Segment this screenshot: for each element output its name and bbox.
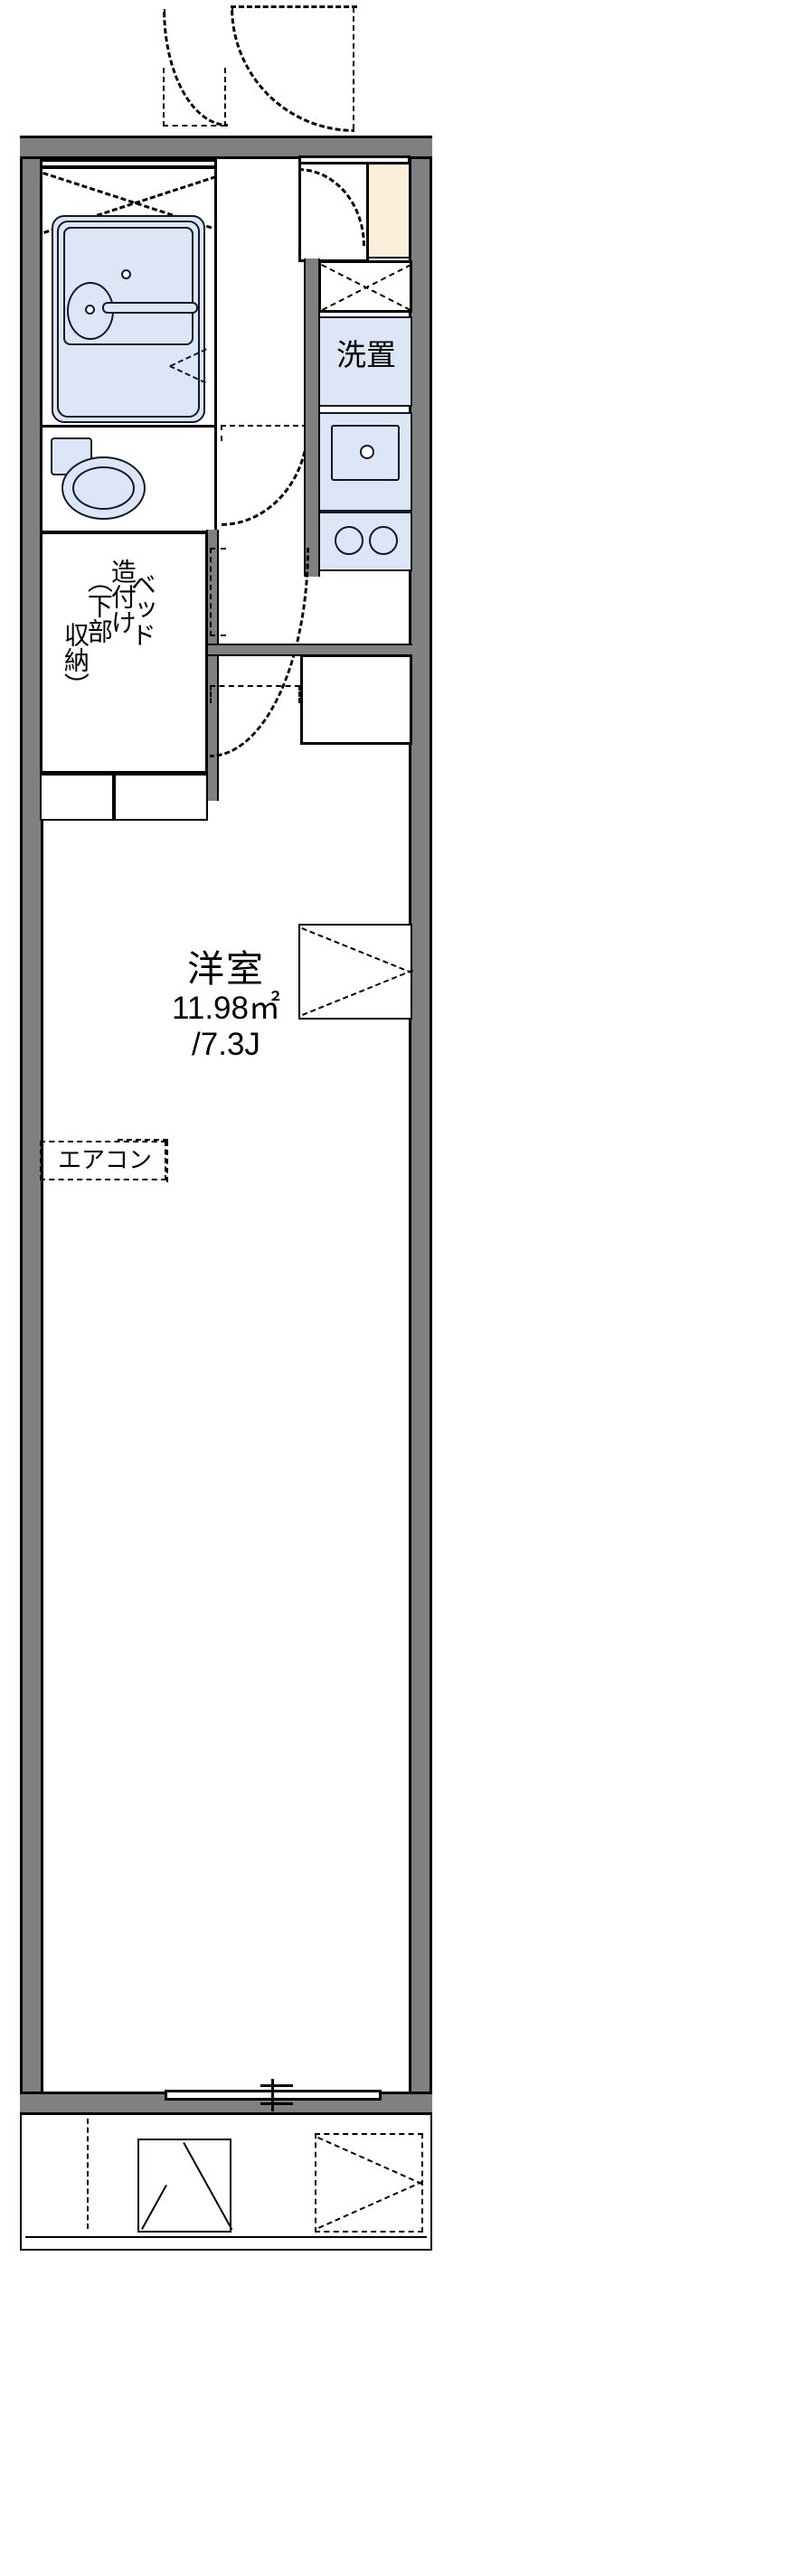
kitchen-partition-wall (304, 259, 320, 577)
main-room-area: 11.98㎡ (172, 991, 280, 1026)
unit-interior-lower (40, 1175, 412, 2095)
kitchen-sink-drain-icon (360, 445, 374, 459)
hall-closet-wall-top (300, 644, 412, 656)
balcony-partition-left (87, 2119, 89, 2229)
balcony-sliding-door-mullion2 (260, 2102, 293, 2105)
bath-faucet-bar (102, 302, 198, 314)
balcony-rail-line (25, 2236, 427, 2238)
balcony-sliding-door-panel-left (271, 2079, 274, 2111)
bed-label-col-2: 造付け (108, 559, 137, 635)
bed-label-col-4: 収納） (61, 622, 90, 698)
entrance-door-swing (231, 7, 354, 132)
bed-storage-drawer-right (114, 774, 208, 821)
bathtub-rim (57, 221, 200, 418)
hall-closet (300, 654, 412, 745)
air-conditioner (40, 1141, 166, 1180)
washing-machine-space (318, 316, 412, 407)
bathtub-washbowl-drain-icon (85, 305, 95, 315)
exterior-wall-right (409, 136, 432, 2115)
stove-burner-right-icon (369, 526, 398, 555)
room-closet (298, 924, 412, 1020)
kitchen-gas-stove (318, 512, 412, 571)
main-room-name: 洋室 (187, 948, 265, 990)
exterior-wall-top (20, 136, 432, 159)
toilet-bowl-inner (72, 466, 135, 510)
washing-machine-label: 洗置 (336, 338, 396, 371)
exterior-wall-left (20, 136, 43, 2115)
bathtub-drain-icon (121, 269, 131, 279)
entrance-door-panel (298, 155, 411, 165)
entrance-door-head-line (231, 5, 357, 8)
air-conditioner-duct (166, 1141, 168, 1182)
balcony-storage-right (315, 2133, 423, 2233)
corridor-kitchen-wall (206, 644, 307, 656)
main-room-jo: /7.3J (192, 1027, 260, 1062)
bed-storage-drawer-left (40, 774, 114, 821)
balcony-sliding-door-mullion (260, 2084, 293, 2087)
room-door-leaf-secondary (210, 685, 300, 703)
stove-burner-left-icon (335, 526, 364, 555)
bed-label-col-1: ベッド (127, 571, 156, 647)
balcony-equipment-box (137, 2139, 231, 2233)
air-conditioner-duct-top (118, 1139, 168, 1141)
bed-label-col-3: （下部 (84, 568, 113, 644)
entrance-tile (367, 159, 411, 259)
built-in-bed (40, 531, 208, 774)
balcony-edge-bottom (20, 2249, 432, 2251)
air-conditioner-label: エアコン (57, 1146, 152, 1173)
